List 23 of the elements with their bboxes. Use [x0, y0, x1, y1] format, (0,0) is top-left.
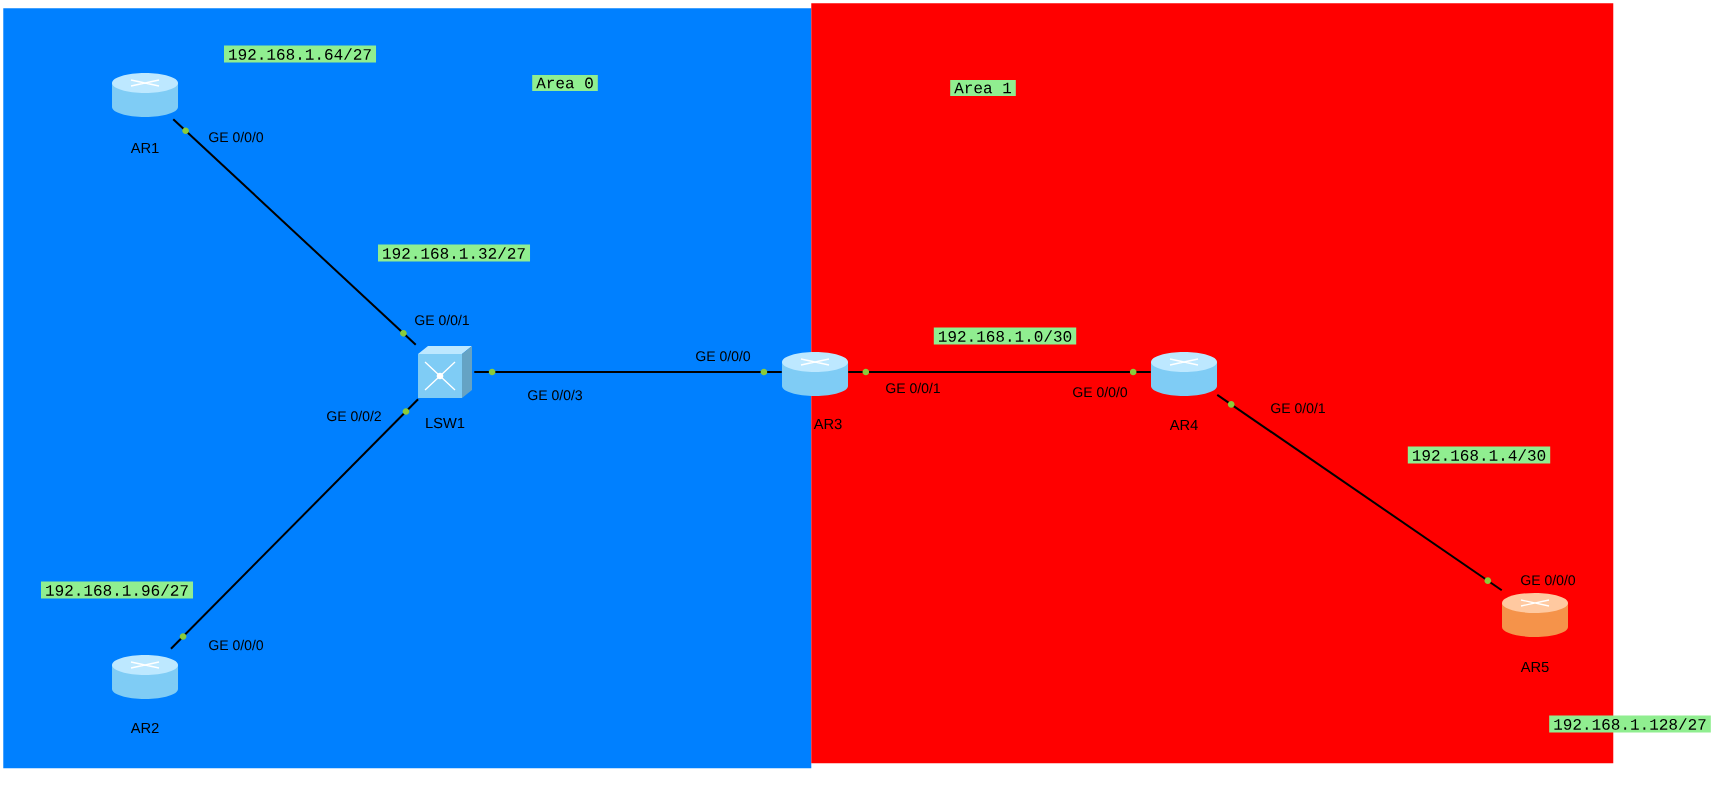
subnet-label: 192.168.1.96/27 [41, 581, 193, 599]
link-line [847, 371, 1152, 373]
device-name: AR5 [1520, 661, 1549, 673]
link-line [1216, 393, 1503, 592]
interface-label: GE 0/0/1 [886, 382, 940, 394]
device-name: AR4 [1169, 419, 1198, 431]
subnet-label: 192.168.1.128/27 [1549, 715, 1711, 733]
subnet-label: 192.168.1.0/30 [933, 327, 1077, 345]
device-name: LSW1 [426, 417, 465, 429]
device-name: AR1 [130, 142, 159, 154]
interface-label: GE 0/0/0 [209, 131, 264, 143]
device-name: AR3 [813, 418, 842, 430]
subnet-label: 192.168.1.32/27 [378, 244, 530, 262]
interface-label: GE 0/0/1 [415, 314, 469, 326]
interface-label: GE 0/0/3 [528, 389, 582, 401]
device-name: AR2 [130, 722, 159, 734]
interface-label: GE 0/0/1 [1271, 402, 1325, 414]
link-line [172, 118, 417, 346]
interface-label: GE 0/0/2 [327, 410, 381, 422]
link-line [473, 371, 783, 373]
subnet-label: 192.168.1.64/27 [224, 45, 376, 63]
subnet-label: 192.168.1.4/30 [1407, 446, 1551, 464]
link-line [170, 398, 420, 650]
